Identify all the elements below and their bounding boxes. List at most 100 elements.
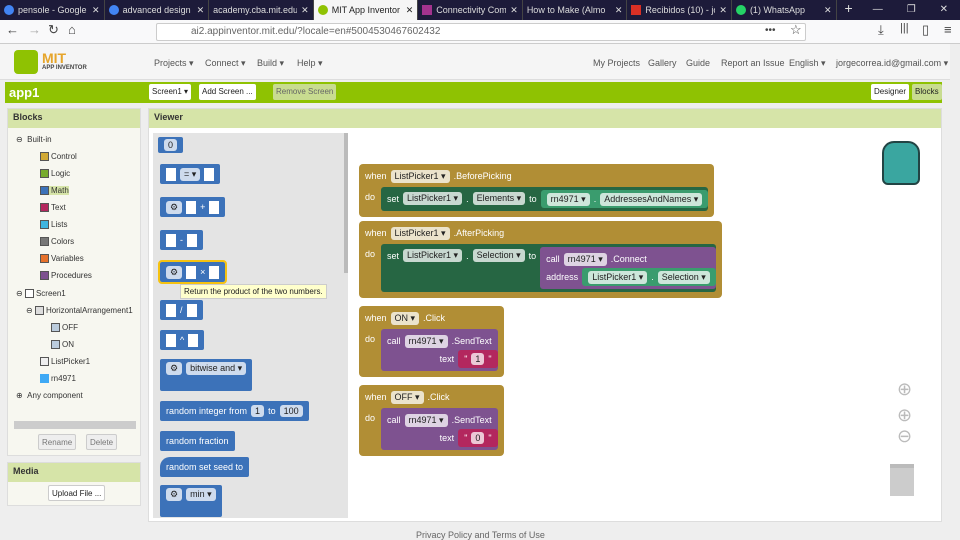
back-icon[interactable]: ←: [6, 22, 19, 37]
min-block[interactable]: ⚙min ▾: [160, 485, 222, 517]
upload-file-button[interactable]: Upload File ...: [48, 485, 106, 501]
menu-connect[interactable]: Connect ▾: [205, 58, 246, 68]
tree-screen1[interactable]: ⊖ Screen1: [16, 289, 66, 299]
power-block[interactable]: ^: [160, 330, 205, 350]
browser-tab[interactable]: Recibidos (10) - jorg✕: [627, 0, 732, 20]
gear-icon[interactable]: ⚙: [166, 265, 183, 279]
browser-tab[interactable]: academy.cba.mit.edu/cl✕: [209, 0, 314, 20]
add-screen-button[interactable]: Add Screen ...: [199, 84, 256, 100]
browser-tab[interactable]: (1) WhatsApp✕: [732, 0, 837, 20]
component-dropdown[interactable]: rn4971 ▾: [404, 413, 448, 427]
blocks-button[interactable]: Blocks: [912, 84, 942, 100]
text-value[interactable]: 0: [471, 432, 485, 444]
component-dropdown[interactable]: ListPicker1 ▾: [403, 249, 463, 262]
browser-tab[interactable]: advanced design sl✕: [105, 0, 210, 20]
tree-on[interactable]: ON: [51, 340, 74, 350]
category-math[interactable]: Math: [40, 186, 69, 196]
trash-icon[interactable]: [890, 464, 914, 496]
text-string-block[interactable]: "0": [458, 429, 498, 447]
random-fraction-block[interactable]: random fraction: [160, 431, 235, 451]
divide-block[interactable]: /: [160, 300, 203, 320]
subtract-block[interactable]: -: [160, 230, 203, 250]
account-dropdown[interactable]: jorgecorrea.id@gmail.com ▾: [836, 58, 949, 68]
remove-screen-button[interactable]: Remove Screen: [273, 84, 337, 100]
menu-icon[interactable]: ≡: [944, 22, 952, 37]
component-dropdown[interactable]: ListPicker1 ▾: [390, 226, 450, 240]
bookmark-star-icon[interactable]: ☆: [790, 22, 802, 37]
op-dropdown[interactable]: = ▾: [180, 167, 201, 181]
guide-link[interactable]: Guide: [686, 58, 711, 68]
get-addresses-block[interactable]: rn4971 ▾.AddressesAndNames ▾: [540, 190, 709, 208]
gear-icon[interactable]: ⚙: [166, 362, 183, 375]
category-variables[interactable]: Variables: [40, 254, 84, 264]
reload-icon[interactable]: ↻: [48, 22, 59, 37]
browser-tab[interactable]: pensole - Google Sl✕: [0, 0, 105, 20]
number-value[interactable]: 1: [251, 405, 265, 417]
op-dropdown[interactable]: min ▾: [186, 488, 216, 501]
delete-button[interactable]: Delete: [86, 434, 118, 450]
category-control[interactable]: Control: [40, 152, 77, 162]
property-dropdown[interactable]: Elements ▾: [472, 192, 526, 205]
report-issue-link[interactable]: Report an Issue: [721, 58, 785, 68]
menu-build[interactable]: Build ▾: [257, 58, 285, 68]
language-dropdown[interactable]: English ▾: [789, 58, 826, 68]
set-elements-block[interactable]: set ListPicker1 ▾ . Elements ▾ to rn4971…: [381, 187, 709, 211]
component-dropdown[interactable]: ListPicker1 ▾: [588, 270, 648, 284]
property-dropdown[interactable]: AddressesAndNames ▾: [600, 192, 703, 206]
tree-listpicker[interactable]: ListPicker1: [40, 357, 90, 367]
browser-tab[interactable]: How to Make (Almo✕: [523, 0, 628, 20]
property-dropdown[interactable]: Selection ▾: [472, 249, 525, 262]
get-selection-block[interactable]: ListPicker1 ▾.Selection ▾: [582, 268, 716, 286]
bitwise-block[interactable]: ⚙bitwise and ▾: [160, 359, 253, 391]
minimize-button[interactable]: —: [872, 4, 883, 15]
category-colors[interactable]: Colors: [40, 237, 74, 247]
close-window-button[interactable]: ✕: [939, 4, 949, 15]
compare-block[interactable]: = ▾: [160, 164, 221, 184]
component-dropdown[interactable]: rn4971 ▾: [404, 334, 448, 348]
op-dropdown[interactable]: bitwise and ▾: [186, 362, 247, 375]
menu-projects[interactable]: Projects ▾: [154, 58, 194, 68]
tree-rn4971[interactable]: rn4971: [40, 374, 76, 384]
new-tab-button[interactable]: +: [844, 0, 853, 16]
category-procedures[interactable]: Procedures: [40, 271, 92, 281]
tree-off[interactable]: OFF: [51, 323, 78, 333]
component-dropdown[interactable]: rn4971 ▾: [546, 192, 590, 206]
rename-button[interactable]: Rename: [38, 434, 77, 450]
download-icon[interactable]: ⤓: [878, 22, 884, 37]
component-dropdown[interactable]: rn4971 ▾: [563, 252, 607, 266]
screen-dropdown[interactable]: Screen1 ▾: [149, 84, 192, 100]
flyout-scrollbar[interactable]: [344, 133, 348, 273]
tree-arrangement[interactable]: ⊖ HorizontalArrangement1: [26, 306, 133, 316]
horizontal-scrollbar[interactable]: [14, 421, 136, 429]
category-text[interactable]: Text: [40, 203, 66, 213]
text-value[interactable]: 1: [471, 353, 485, 365]
number-block[interactable]: 0: [158, 137, 184, 153]
gear-icon[interactable]: ⚙: [166, 488, 183, 501]
text-string-block[interactable]: "1": [458, 350, 498, 368]
forward-icon[interactable]: →: [28, 22, 41, 37]
url-input[interactable]: ai2.appinventor.mit.edu/?locale=en#50045…: [156, 23, 806, 41]
recenter-icon[interactable]: ⊕: [897, 379, 913, 399]
browser-tab-active[interactable]: MIT App Inventor✕: [313, 0, 419, 20]
add-block[interactable]: ⚙+: [160, 197, 226, 217]
privacy-link[interactable]: Privacy Policy and Terms of Use: [416, 530, 545, 540]
sidebar-icon[interactable]: ▯: [922, 22, 930, 37]
category-lists[interactable]: Lists: [40, 220, 67, 230]
menu-help[interactable]: Help ▾: [297, 58, 323, 68]
backpack-icon[interactable]: [882, 141, 920, 185]
browser-tab[interactable]: Connectivity Compo✕: [418, 0, 523, 20]
number-value[interactable]: 0: [164, 139, 178, 151]
property-dropdown[interactable]: Selection ▾: [657, 270, 710, 284]
library-icon[interactable]: |||: [900, 22, 909, 34]
gear-icon[interactable]: ⚙: [166, 200, 183, 214]
component-dropdown[interactable]: ListPicker1 ▾: [403, 192, 463, 205]
